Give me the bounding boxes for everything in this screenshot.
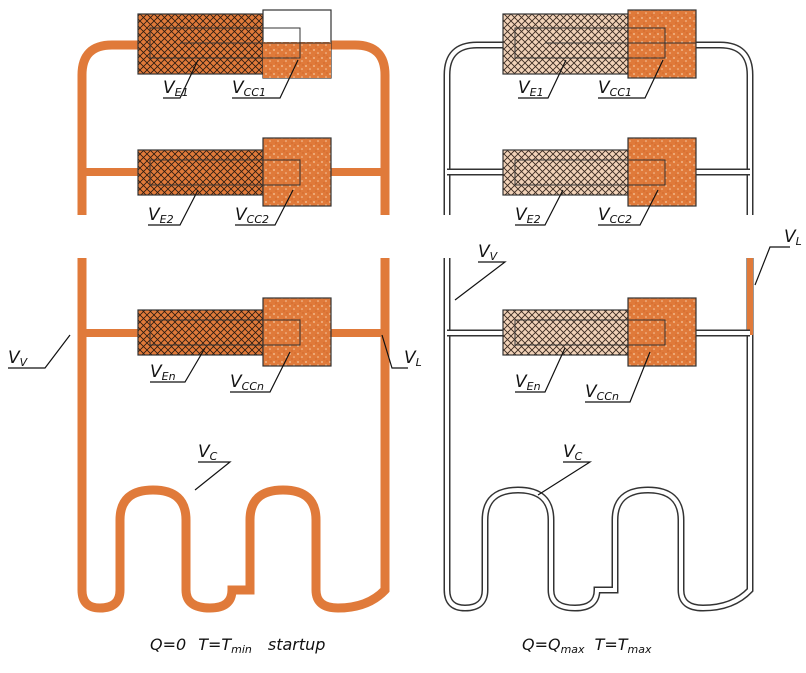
right-cc2-box xyxy=(628,138,696,206)
right-leaders xyxy=(455,60,790,495)
right-label-ven: VEn xyxy=(515,372,541,393)
right-label-vl: VL xyxy=(784,227,802,248)
left-label-vv: VV xyxy=(8,348,29,369)
left-evaporator-2 xyxy=(138,150,263,195)
left-label-vccn: VCCn xyxy=(230,372,264,393)
right-label-ve1: VE1 xyxy=(518,78,544,99)
right-label-ve2: VE2 xyxy=(515,205,541,226)
left-cc2-box xyxy=(263,138,331,206)
left-cc1-liquid xyxy=(263,42,331,78)
left-evaporator-n xyxy=(138,310,263,355)
right-cc1-box xyxy=(628,10,696,78)
left-evaporator-1 xyxy=(138,14,263,74)
left-label-ven: VEn xyxy=(150,362,176,383)
right-evaporator-2 xyxy=(503,150,628,195)
right-ccn-box xyxy=(628,298,696,366)
right-evaporator-1 xyxy=(503,14,628,74)
left-label-ve2: VE2 xyxy=(148,205,174,226)
right-label-vv: VV xyxy=(478,242,499,263)
right-label-vccn: VCCn xyxy=(585,382,619,403)
right-panel: VE1 VCC1 VE2 VCC2 VV VL VEn VCCn VC Q=Qm… xyxy=(447,10,802,656)
right-label-vcc1: VCC1 xyxy=(598,78,632,99)
left-label-vc: VC xyxy=(198,442,218,463)
left-label-vl: VL xyxy=(404,348,422,369)
left-ccn-box xyxy=(263,298,331,366)
left-label-ve1: VE1 xyxy=(163,78,189,99)
left-label-vcc2: VCC2 xyxy=(235,205,269,226)
right-label-vc: VC xyxy=(563,442,583,463)
left-label-vcc1: VCC1 xyxy=(232,78,266,99)
left-leaders xyxy=(8,60,408,490)
right-label-vcc2: VCC2 xyxy=(598,205,632,226)
